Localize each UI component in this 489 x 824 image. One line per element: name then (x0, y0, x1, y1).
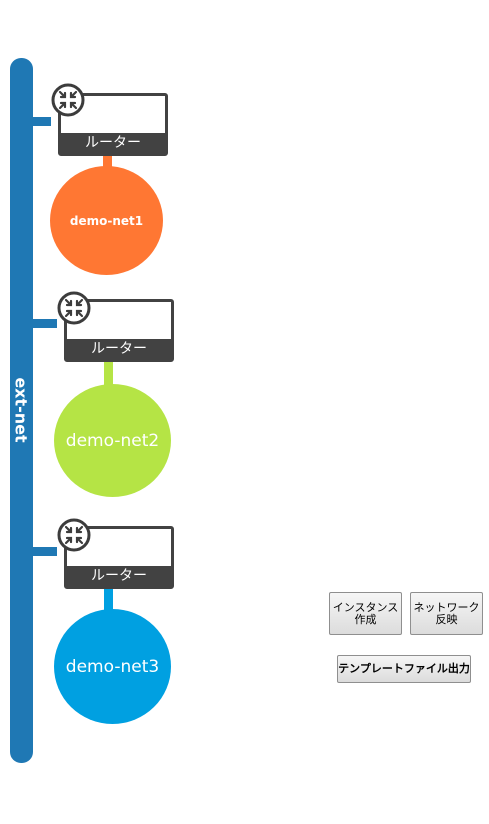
router-1[interactable]: ルーター (58, 93, 168, 156)
create-instance-label: インスタンス 作成 (332, 600, 399, 626)
apply-network-label: ネットワーク 反映 (413, 600, 480, 626)
ext-net-bar[interactable] (10, 58, 33, 763)
router-2-net-link (104, 362, 113, 386)
create-instance-button[interactable]: インスタンス 作成 (329, 592, 402, 635)
template-output-button[interactable]: テンプレートファイル出力 (337, 655, 471, 683)
router-icon (50, 82, 86, 118)
network-1-label: demo-net1 (69, 213, 144, 228)
router-icon (56, 290, 92, 326)
template-output-label: テンプレートファイル出力 (338, 662, 470, 675)
router-3-net-link (104, 589, 113, 611)
apply-network-button[interactable]: ネットワーク 反映 (410, 592, 483, 635)
network-3-label: demo-net3 (65, 656, 160, 677)
network-demo-net2[interactable]: demo-net2 (54, 384, 171, 497)
network-demo-net3[interactable]: demo-net3 (54, 609, 171, 724)
router-3-label: ルーター (67, 566, 171, 586)
ext-net-link-2 (33, 319, 57, 328)
router-1-label: ルーター (61, 133, 165, 153)
router-2-label: ルーター (67, 339, 171, 359)
network-demo-net1[interactable]: demo-net1 (50, 166, 163, 275)
router-icon (56, 517, 92, 553)
ext-net-link-1 (33, 117, 51, 126)
router-1-net-link (103, 156, 112, 170)
ext-net-link-3 (33, 547, 57, 556)
network-2-label: demo-net2 (65, 430, 160, 451)
ext-net-label: ext-net (11, 377, 31, 443)
